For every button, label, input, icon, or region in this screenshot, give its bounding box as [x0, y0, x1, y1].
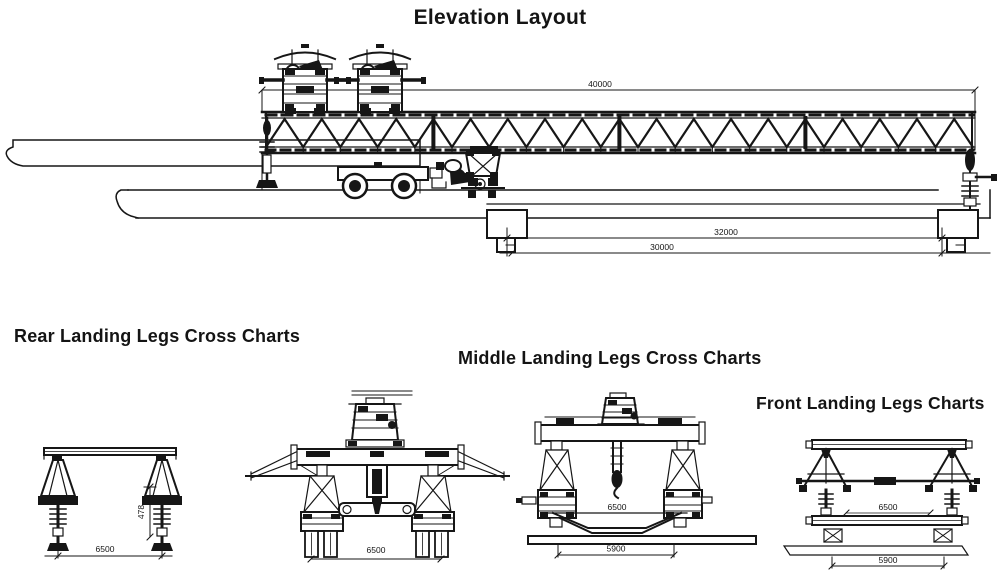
front-ground-rail: [782, 545, 970, 556]
page-title: Elevation Layout: [413, 6, 587, 29]
hanger-leg-left: [300, 464, 344, 558]
rear-legs-drawing: 478 6500: [38, 447, 182, 560]
dim-rear-leg-spacing: 6500: [96, 544, 115, 554]
dimension-main-span: 32000: [503, 227, 946, 257]
rear-section-title: Rear Landing Legs Cross Charts: [14, 326, 301, 346]
front-top-beam: [805, 439, 973, 450]
front-section-title: Front Landing Legs Charts: [756, 393, 985, 413]
middle-legs-outrigger-drawing: 6500: [245, 390, 510, 563]
center-jack: [338, 464, 416, 517]
winch-trolley: [334, 44, 426, 114]
dimension-middle-leg-spacing: 6500: [608, 502, 627, 512]
front-jack-left: [818, 488, 834, 518]
front-aframe-left: [799, 447, 851, 492]
bottom-channel-frame: [527, 511, 757, 545]
dim-front-leg-spacing: 6500: [879, 502, 898, 512]
dimension-jack-height: 478: [136, 483, 157, 541]
lower-girder: [115, 189, 991, 219]
front-aframe-right: [925, 447, 977, 492]
dim-rear-span: 30000: [650, 242, 674, 252]
middle-legs-drawing: 6500 5900: [516, 392, 757, 559]
dimension-rear-span: 30000: [499, 242, 991, 257]
middle-leg-right: [663, 440, 713, 528]
middle-leg-left: [516, 440, 577, 528]
ghost-lines: [351, 390, 413, 396]
dimension-overall-length: 40000: [258, 79, 979, 151]
dim-outrigger-leg-spacing: 6500: [367, 545, 386, 555]
outrigger-brace-right: [436, 451, 510, 481]
middle-main-beam: [534, 416, 706, 445]
front-leg: [961, 149, 997, 211]
rear-top-beam: [43, 447, 177, 460]
hanger-leg-right: [411, 464, 455, 558]
middle-leg: [436, 146, 505, 198]
rear-leg: [256, 116, 278, 188]
dimension-front-leg-spacing: 6500: [842, 502, 934, 517]
dim-middle-rail-span: 5900: [607, 544, 626, 554]
front-jack-right: [944, 488, 960, 518]
front-pier: [937, 209, 979, 253]
rear-leg-right: [142, 455, 182, 551]
dimension-rear-leg-spacing: 6500: [44, 544, 173, 560]
dimension-outrigger-leg-spacing: 6500: [307, 545, 445, 563]
truss-girder: [260, 110, 977, 155]
dim-main-span: 32000: [714, 227, 738, 237]
dimension-front-rail-span: 5900: [828, 555, 948, 570]
front-platform: [805, 515, 969, 526]
dim-overall-length: 40000: [588, 79, 612, 89]
center-hook: [610, 440, 624, 500]
front-legs-drawing: 6500 5900: [782, 439, 980, 570]
dim-middle-leg-spacing: 6500: [608, 502, 627, 512]
outrigger-main-beam: [290, 444, 465, 470]
outrigger-brace-left: [245, 451, 319, 481]
dim-front-rail-span: 5900: [879, 555, 898, 565]
dimension-middle-rail-span: 5900: [554, 543, 678, 559]
elevation-drawing: 40000 32000 30000: [5, 44, 997, 257]
front-bogies: [823, 528, 953, 543]
rear-leg-left: [38, 455, 78, 551]
outrigger-winch: [345, 397, 405, 448]
transport-cart: [337, 162, 486, 200]
dim-jack-height: 478: [136, 505, 146, 519]
front-tie-beam: [796, 477, 980, 485]
middle-section-title: Middle Landing Legs Cross Charts: [458, 348, 762, 368]
